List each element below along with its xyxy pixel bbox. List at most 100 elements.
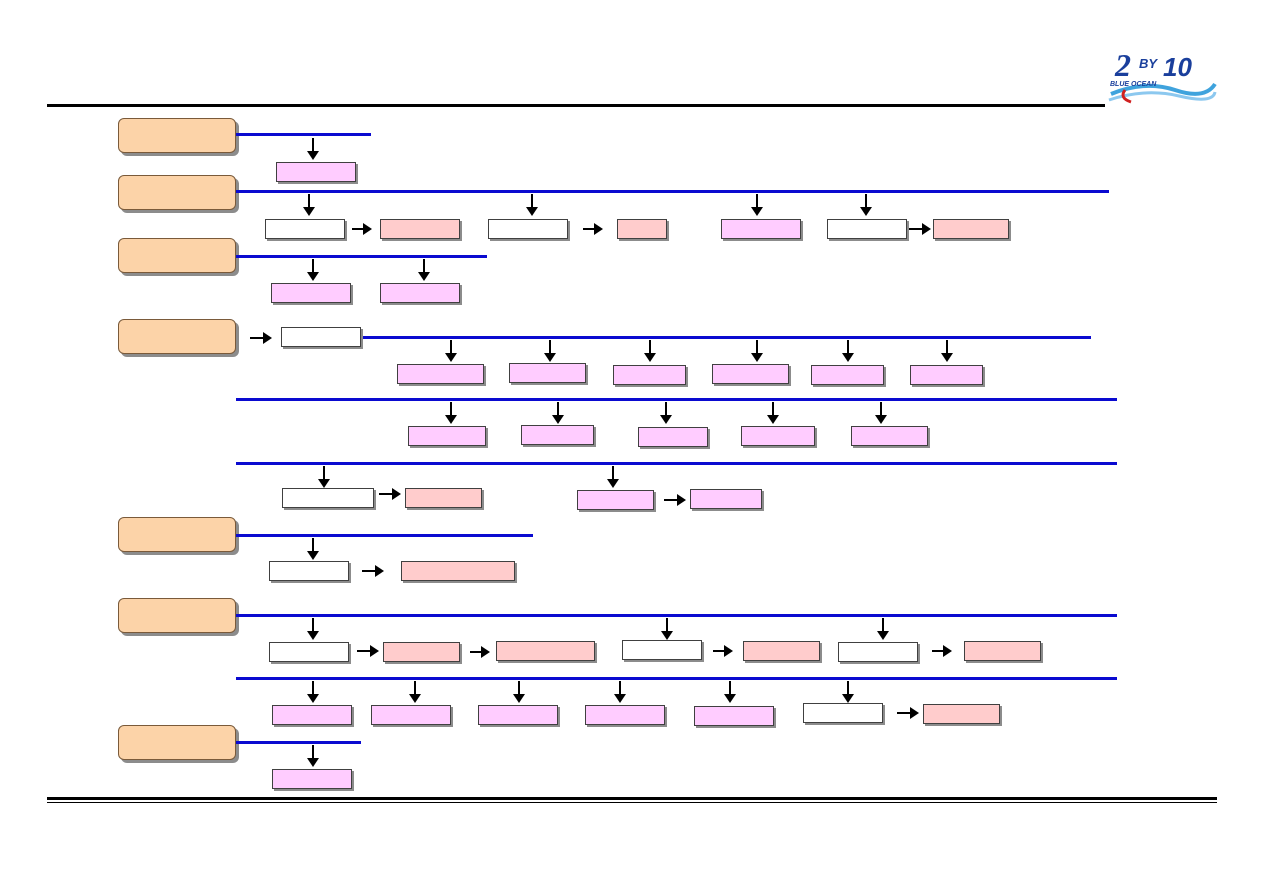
flow-box [488,219,568,239]
category-box-3 [118,238,236,273]
flow-box [281,327,361,347]
connector-line [236,462,1117,465]
down-arrow [526,194,538,216]
down-arrow [303,194,315,216]
down-arrow [842,340,854,362]
flow-box [910,365,983,385]
category-box-5 [118,517,236,552]
down-arrow [418,259,430,281]
flow-box [923,704,1000,724]
right-arrow [713,645,733,657]
down-arrow [751,194,763,216]
flow-box [721,219,801,239]
right-arrow [470,646,490,658]
flow-box [712,364,789,384]
flow-box [577,490,654,510]
blue-ocean-2by10-logo: 2 BY 10 BLUE OCEAN [1105,46,1217,104]
logo-ten: 10 [1163,52,1192,82]
flow-box [271,283,351,303]
down-arrow [661,618,673,640]
connector-line [236,677,1117,680]
connector-line [236,741,361,744]
logo-by: BY [1139,56,1158,71]
flow-box [613,365,686,385]
down-arrow [552,402,564,424]
flow-box [371,705,451,725]
footer-rule-thick [47,797,1217,800]
flow-box [272,705,352,725]
down-arrow [318,466,330,488]
flow-box [622,640,702,660]
category-box-1 [118,118,236,153]
category-box-2 [118,175,236,210]
down-arrow [614,681,626,703]
flow-box [694,706,774,726]
flow-box [838,642,918,662]
flow-box [282,488,374,508]
right-arrow [250,332,272,344]
down-arrow [660,402,672,424]
connector-line [236,190,1109,193]
flow-box [638,427,708,447]
down-arrow [875,402,887,424]
flow-box [811,365,884,385]
flow-box [509,363,586,383]
flow-box [272,769,352,789]
flow-box [265,219,345,239]
down-arrow [307,538,319,560]
right-arrow [583,223,603,235]
flow-box [269,642,349,662]
flow-box [496,641,595,661]
header-rule [47,104,1105,107]
logo-tagline: BLUE OCEAN [1110,81,1157,88]
flow-box [405,488,482,508]
down-arrow [409,681,421,703]
connector-line [236,534,533,537]
flow-box [383,642,460,662]
flow-box [401,561,515,581]
right-arrow [357,645,379,657]
right-arrow [909,223,931,235]
right-arrow [379,488,401,500]
down-arrow [307,618,319,640]
down-arrow [307,259,319,281]
down-arrow [941,340,953,362]
flow-box [803,703,883,723]
right-arrow [897,707,919,719]
down-arrow [877,618,889,640]
down-arrow [724,681,736,703]
flow-box [276,162,356,182]
right-arrow [932,645,952,657]
flow-box [851,426,928,446]
down-arrow [767,402,779,424]
down-arrow [445,340,457,362]
right-arrow [352,223,372,235]
flow-box [397,364,484,384]
down-arrow [513,681,525,703]
flow-box [827,219,907,239]
flow-box [585,705,665,725]
connector-line [236,614,1117,617]
category-box-7 [118,725,236,760]
flow-box [964,641,1041,661]
down-arrow [544,340,556,362]
logo-number: 2 [1114,47,1131,83]
flow-box [408,426,486,446]
flow-box [380,219,460,239]
flow-box [521,425,594,445]
down-arrow [445,402,457,424]
footer-rule-thin [47,802,1217,803]
down-arrow [751,340,763,362]
connector-line [236,255,487,258]
flow-box [380,283,460,303]
flow-box [741,426,815,446]
right-arrow [664,494,686,506]
flow-box [269,561,349,581]
flow-box [743,641,820,661]
category-box-6 [118,598,236,633]
down-arrow [307,681,319,703]
flow-box [690,489,762,509]
connector-line [236,133,371,136]
flow-box [617,219,667,239]
down-arrow [842,681,854,703]
